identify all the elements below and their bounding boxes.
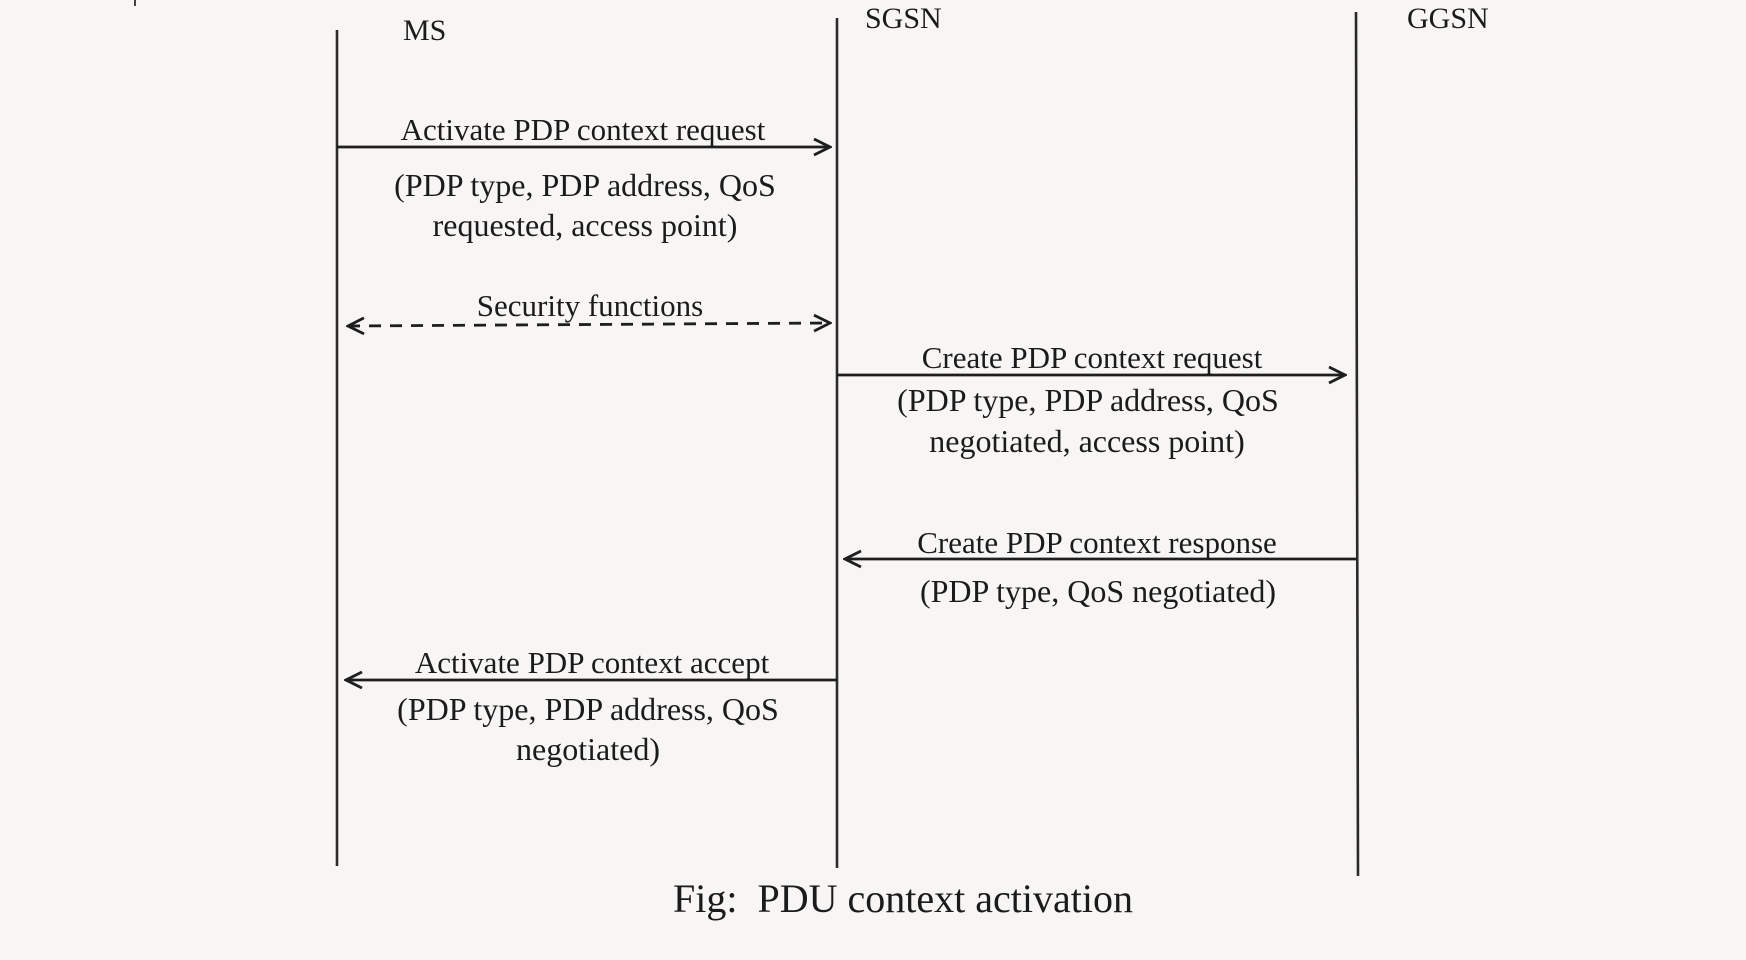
message-params-line: (PDP type, PDP address, QoS	[394, 167, 776, 203]
message-label: Activate PDP context request	[401, 112, 766, 147]
message-params-line: requested, access point)	[433, 207, 738, 243]
lifeline-ggsn	[1354, 11, 1360, 877]
lifeline-label-ms: MS	[403, 14, 446, 47]
message-params-line: negotiated, access point)	[929, 423, 1244, 459]
lifeline-label-sgsn: SGSN	[865, 2, 942, 35]
message-activate-accept: Activate PDP context accept (PDP type, P…	[346, 645, 837, 767]
message-label: Security functions	[477, 288, 703, 323]
message-params-line: (PDP type, QoS negotiated)	[920, 573, 1276, 609]
message-label: Activate PDP context accept	[415, 645, 770, 680]
message-label: Create PDP context request	[922, 340, 1263, 375]
message-params-line: negotiated)	[516, 731, 660, 767]
message-label: Create PDP context response	[917, 525, 1277, 560]
message-security-functions: Security functions	[348, 288, 830, 326]
message-params-line: (PDP type, PDP address, QoS	[397, 691, 779, 727]
figure-caption: Fig: PDU context activation	[673, 876, 1133, 921]
lifeline-label-ggsn: GGSN	[1407, 2, 1489, 35]
message-activate-request: Activate PDP context request (PDP type, …	[337, 112, 830, 243]
message-create-response: Create PDP context response (PDP type, Q…	[845, 525, 1356, 609]
message-create-request: Create PDP context request (PDP type, PD…	[837, 340, 1345, 459]
arrow-security-functions	[348, 323, 830, 326]
message-params-line: (PDP type, PDP address, QoS	[897, 382, 1279, 418]
